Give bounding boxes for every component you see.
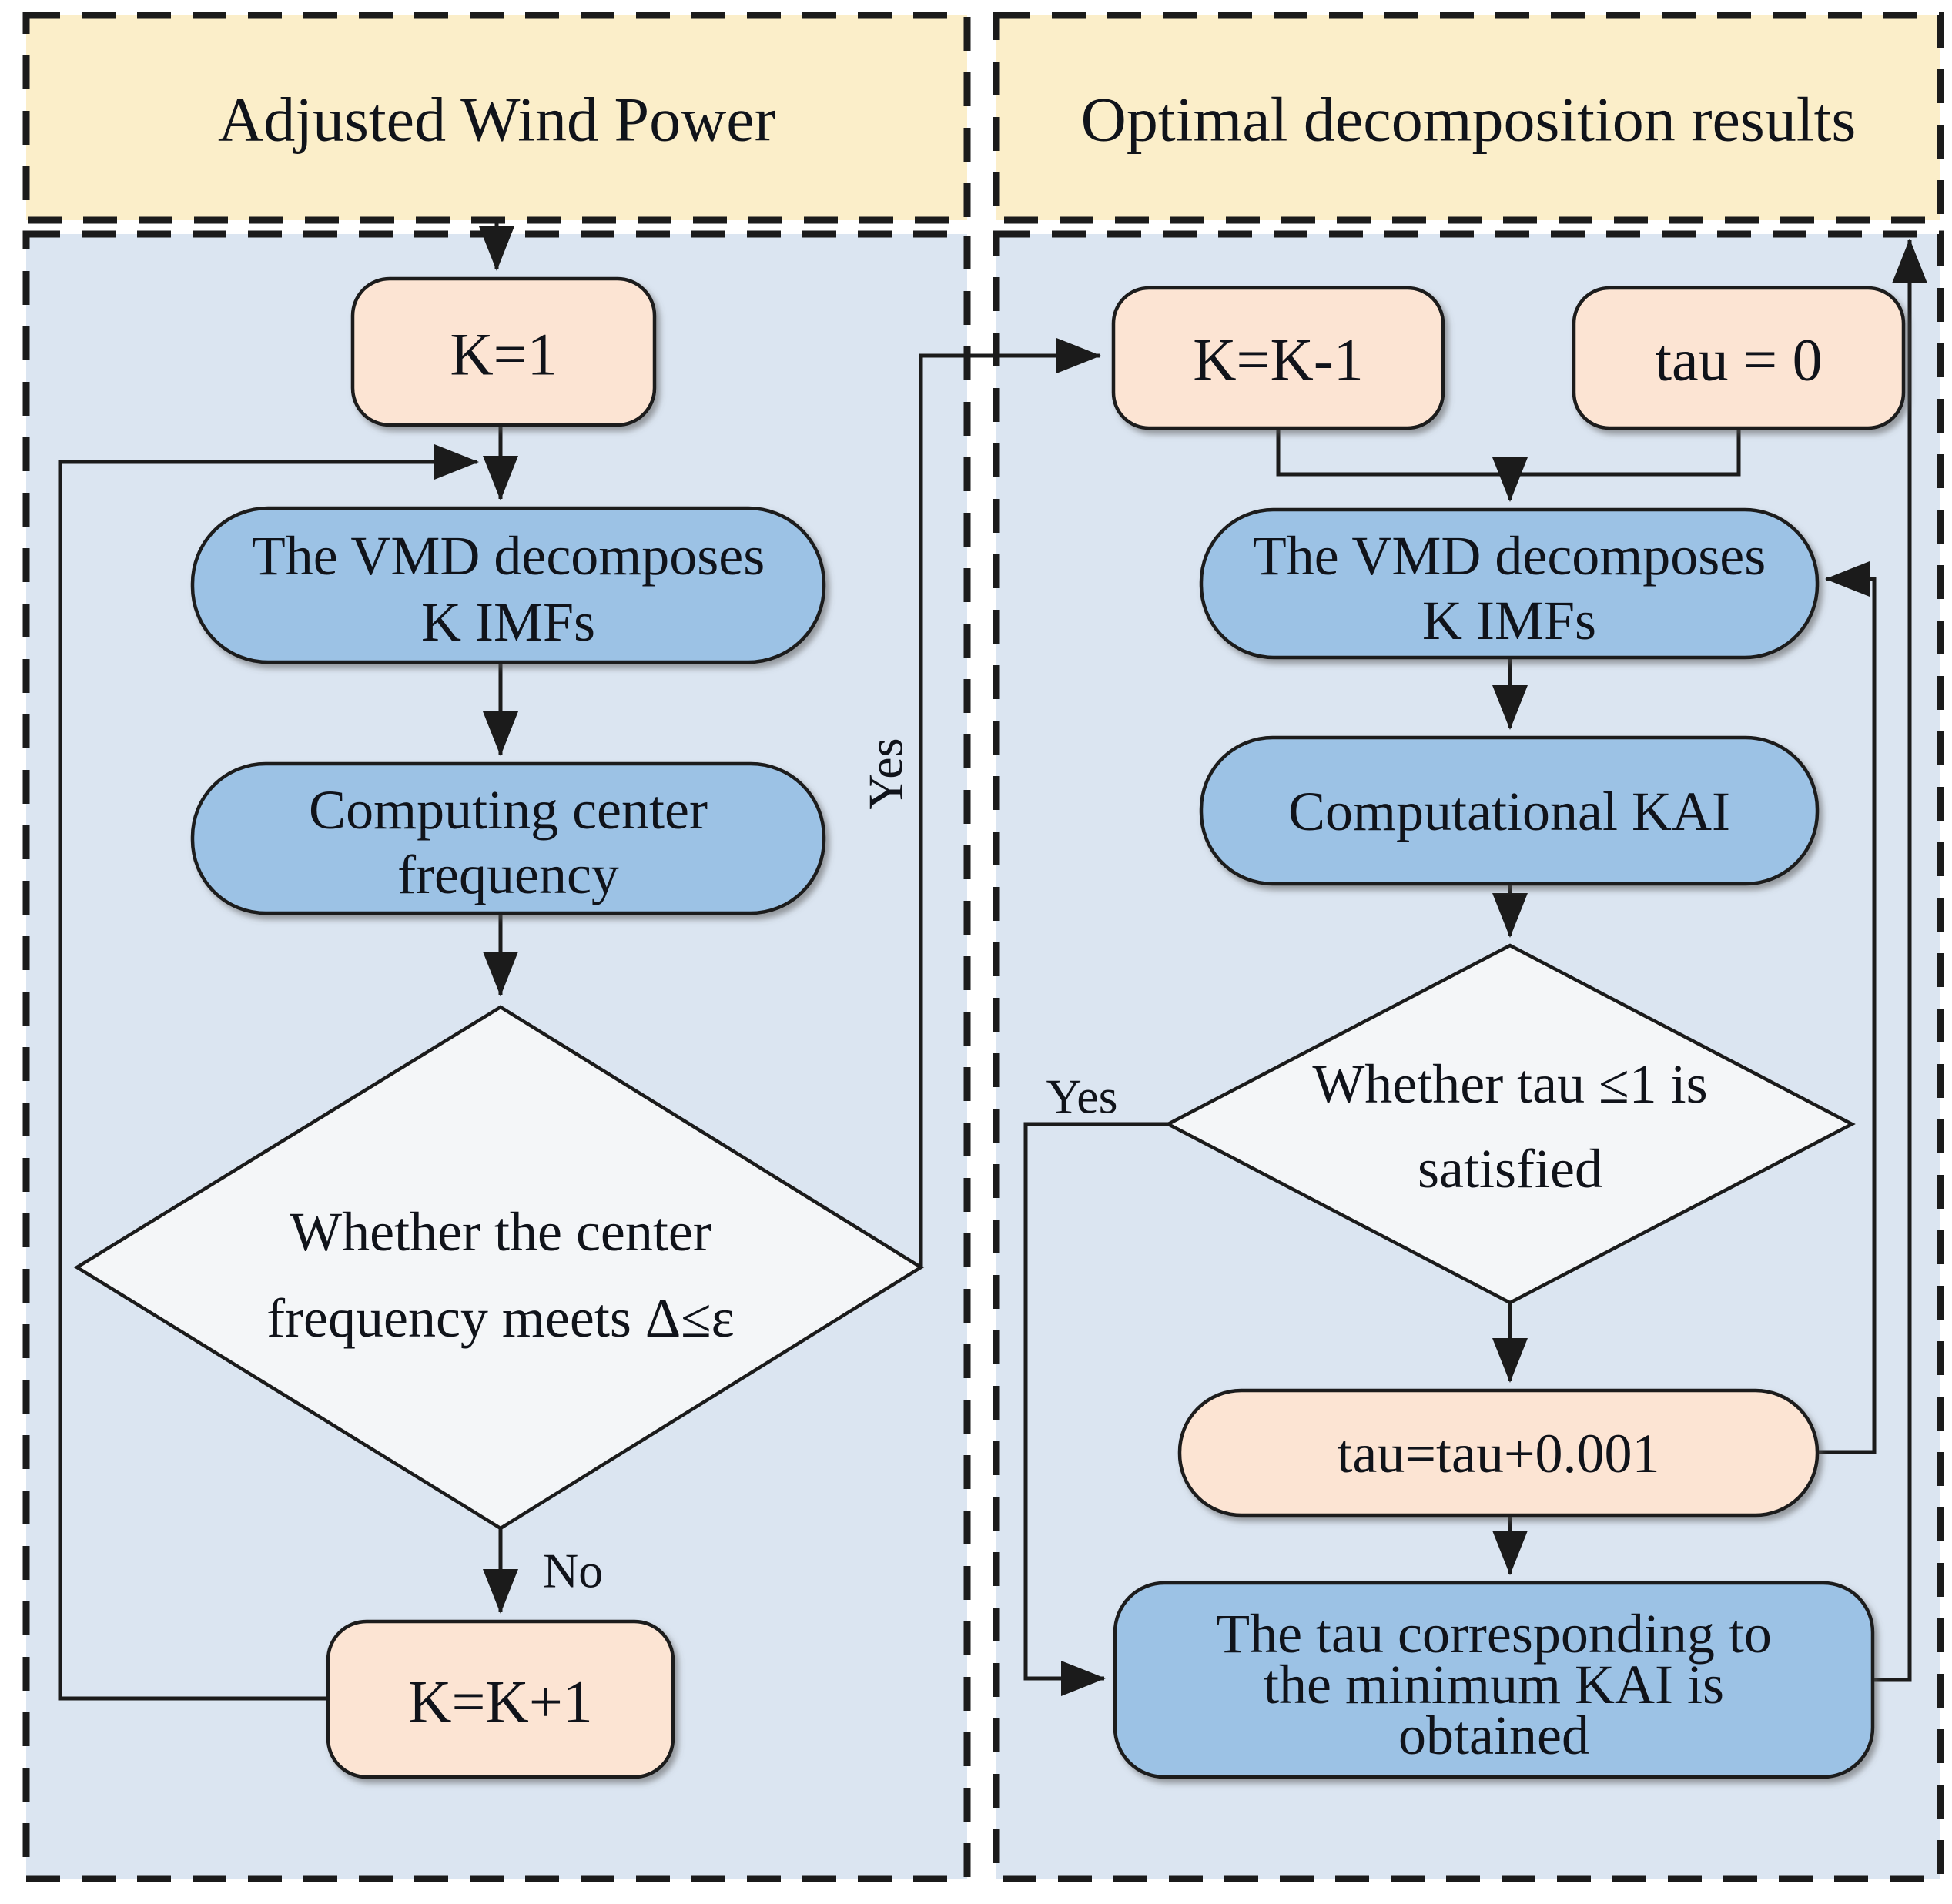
node-ccf-line2: frequency (397, 844, 619, 905)
node-tau-increment-label: tau=tau+0.001 (1337, 1423, 1659, 1484)
loop-tau-increment-back-to-vmd-r (1817, 561, 1877, 1454)
left-header-box (22, 12, 971, 224)
decision-right-line1: Whether tau ≤1 is (1312, 1053, 1707, 1115)
node-k-minus-1-label: K=K-1 (1193, 326, 1364, 393)
node-result (1113, 1581, 1875, 1779)
right-header-box (993, 12, 1944, 224)
loop-kplus1-back-to-vmd (58, 444, 479, 1701)
node-k-plus-1-label: K=K+1 (408, 1668, 593, 1735)
node-k1 (350, 276, 657, 427)
right-header-title: Optimal decomposition results (1081, 85, 1857, 155)
label-yes-left: Yes (859, 738, 913, 809)
node-kai-label: Computational KAI (1288, 781, 1730, 842)
arrow-decision-yes-to-kminus1 (919, 338, 1101, 1267)
node-k-plus-1 (326, 1619, 675, 1779)
arrow-result-to-header (1873, 239, 1927, 1682)
node-result-line2: the minimum KAI is (1264, 1654, 1724, 1715)
node-k1-label: K=1 (450, 321, 557, 388)
label-no-left: No (543, 1544, 603, 1598)
node-k-minus-1 (1111, 286, 1445, 430)
node-vmd-right-line1: The VMD decomposes (1253, 525, 1766, 587)
node-tau-zero-label: tau = 0 (1655, 326, 1822, 393)
node-ccf-line1: Computing center (309, 779, 708, 841)
node-vmd-left-line2: K IMFs (421, 591, 595, 653)
node-result-line1: The tau corresponding to (1216, 1603, 1772, 1665)
node-computing-center-frequency (190, 761, 826, 915)
left-header-title: Adjusted Wind Power (218, 85, 775, 155)
node-vmd-left (190, 506, 826, 664)
decision-left-line2: frequency meets Δ≤ε (266, 1287, 735, 1349)
node-computational-kai (1199, 735, 1820, 886)
node-vmd-right-line2: K IMFs (1422, 590, 1596, 651)
node-vmd-left-line1: The VMD decomposes (252, 525, 765, 587)
decision-center-frequency (73, 1005, 925, 1531)
node-tau-increment (1177, 1388, 1820, 1518)
node-tau-zero (1572, 286, 1906, 430)
node-vmd-right (1199, 507, 1820, 660)
node-result-line3: obtained (1398, 1705, 1589, 1766)
label-yes-right: Yes (1046, 1069, 1117, 1124)
decision-right-line2: satisfied (1418, 1138, 1602, 1200)
arrow-decision-r-yes-to-result (1023, 1122, 1168, 1696)
decision-tau (1164, 943, 1856, 1305)
decision-left-line1: Whether the center (290, 1201, 711, 1263)
